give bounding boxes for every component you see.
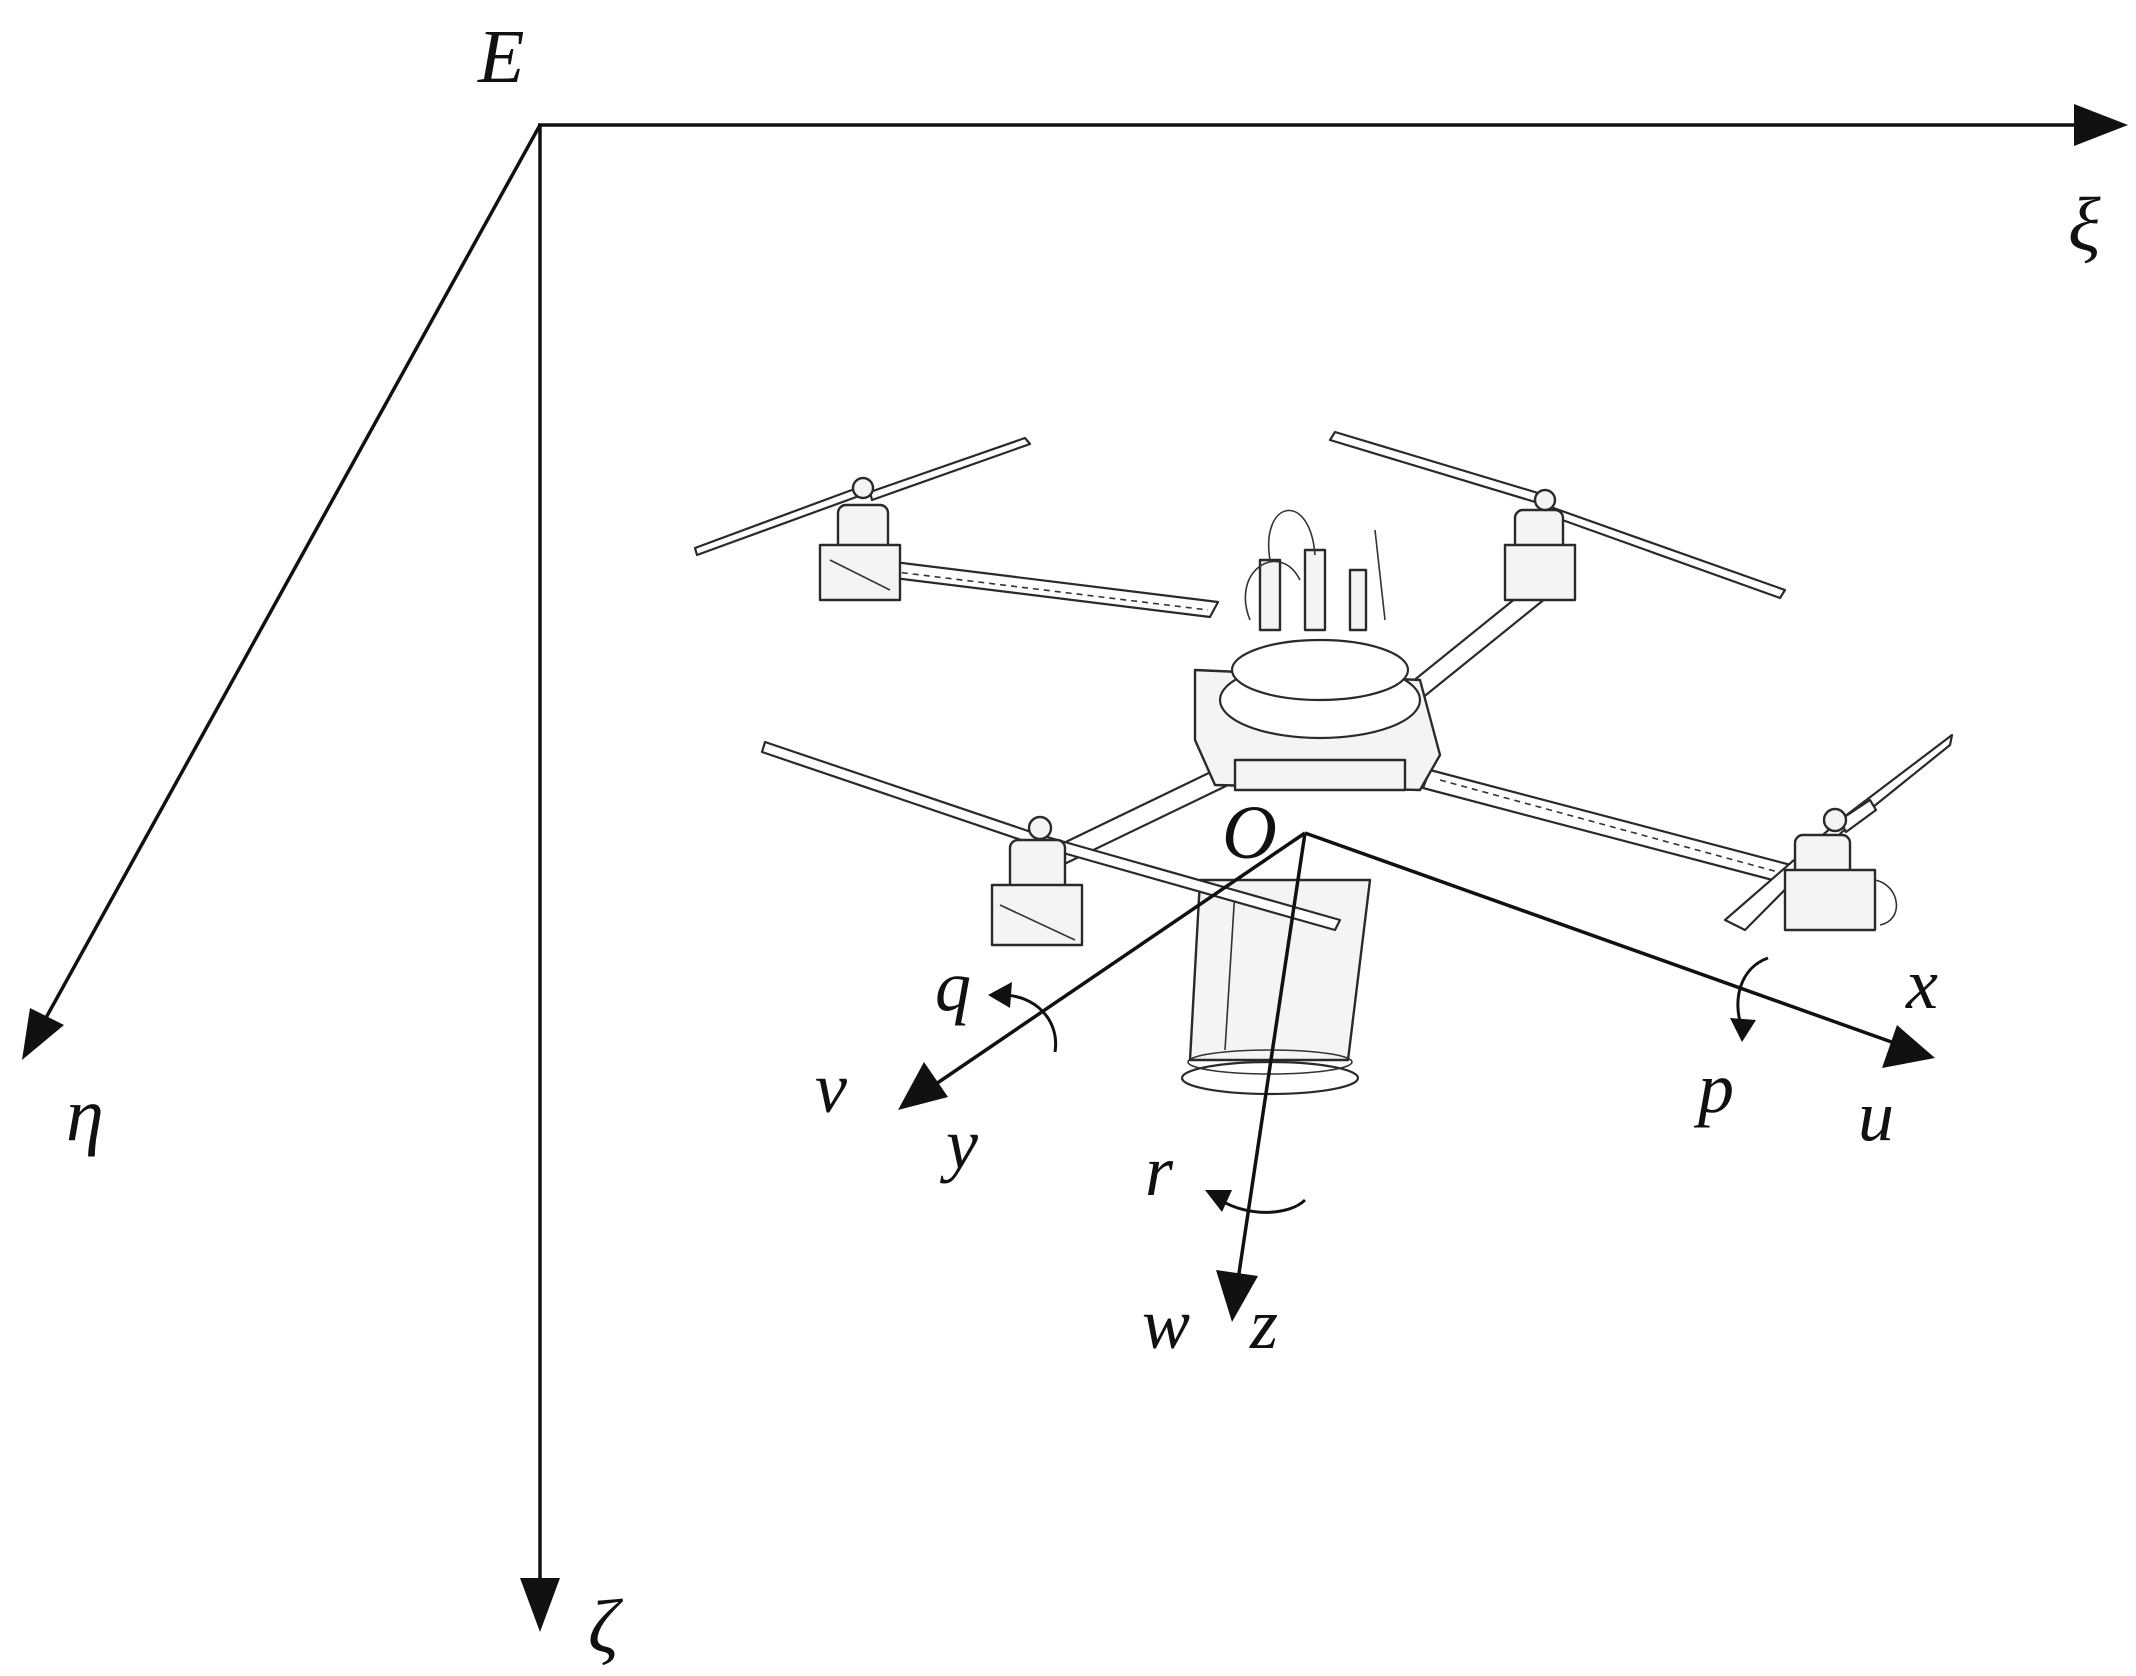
x-axis-label: x [1905, 944, 1938, 1024]
u-velocity-label: u [1858, 1076, 1894, 1156]
q-rate-label: q [935, 946, 971, 1026]
z-axis-label: z [1249, 1284, 1278, 1364]
y-axis-label: y [939, 1104, 978, 1184]
eta-axis-label: η [66, 1073, 104, 1157]
earth-origin-label: E [477, 15, 524, 99]
z-axis-line [1236, 832, 1307, 1281]
zeta-axis-label: ζ [588, 1585, 624, 1669]
rotor-front-left [760, 740, 1342, 947]
p-rotation-arrowhead [1730, 1018, 1756, 1042]
q-rotation-arrow [1001, 993, 1058, 1053]
xi-axis-label: ξ [2068, 183, 2101, 267]
q-rotation-arrowhead [988, 982, 1012, 1008]
r-rotation-arrow [1219, 1198, 1307, 1214]
eta-axis-arrowhead [22, 1008, 64, 1060]
frame-arms [868, 558, 1812, 890]
w-velocity-label: w [1142, 1284, 1190, 1364]
rotor-back-left [693, 436, 1032, 602]
y-axis-arrowhead [898, 1062, 948, 1110]
zeta-axis-arrowhead [520, 1578, 560, 1632]
eta-axis-line [40, 124, 542, 1026]
xi-axis-arrowhead [2074, 104, 2128, 146]
r-rate-label: r [1145, 1131, 1174, 1211]
y-axis-line [929, 831, 1306, 1090]
x-axis-arrowhead [1882, 1025, 1935, 1068]
earth-frame: E ξ η ζ [22, 15, 2128, 1669]
body-frame: O x y z u v w p q r [815, 791, 1938, 1364]
rotor-front-right [1723, 733, 1954, 932]
v-velocity-label: v [815, 1048, 847, 1128]
quadrotor-drawing [693, 430, 1954, 1096]
body-origin-label: O [1222, 791, 1277, 875]
p-rate-label: p [1693, 1048, 1734, 1128]
z-axis-arrowhead [1216, 1270, 1258, 1322]
r-rotation-arrowhead [1205, 1190, 1232, 1212]
x-axis-line [1304, 831, 1901, 1047]
rotor-back-right [1328, 430, 1787, 602]
center-hub [1193, 509, 1442, 792]
